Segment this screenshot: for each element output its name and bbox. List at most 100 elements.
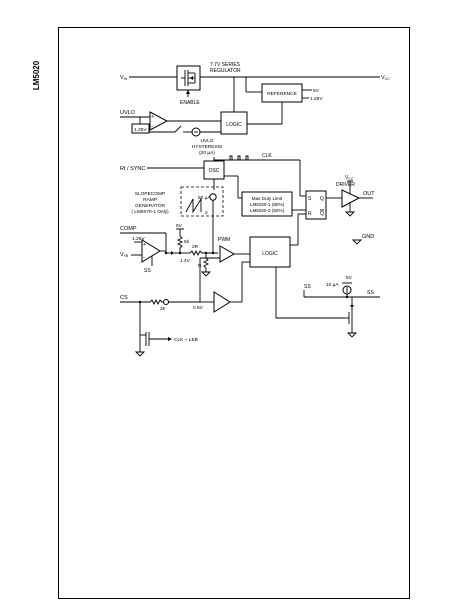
ramp-current-label: 50 µA (198, 195, 211, 201)
ss-right-label: SS (367, 290, 374, 296)
ramp-sawtooth (185, 197, 202, 214)
junction-ramp (211, 251, 215, 255)
junction-r (204, 251, 208, 255)
osc-section: Rt / SYNC OSC CLK (120, 153, 301, 199)
ramp-current-source (209, 193, 217, 201)
junction-cs (138, 300, 142, 304)
slopecomp-section: SLOPECOMP RAMP GENERATOR ( LM5070-1 Only… (131, 186, 224, 253)
mosfet-symbol (181, 70, 196, 86)
pwm-label: PWM (218, 237, 230, 243)
sr-latch (305, 190, 327, 220)
regulator-label-2: REGULATOR (210, 68, 241, 74)
ref-14v-label: 1.4V (180, 258, 191, 264)
err-ref-label: 1.25V (132, 236, 145, 242)
resistor-r (202, 257, 210, 272)
softstart-section: SS SS 10 µA 5V (303, 275, 380, 338)
ref-5v-label: 5V (313, 88, 320, 94)
logic-block-top (220, 111, 248, 135)
uvlo-hyst-1: UVLO (200, 138, 213, 144)
resistor-2r (189, 249, 218, 257)
enable-label: ENABLE (180, 100, 200, 106)
slopecomp-2: RAMP (143, 197, 157, 203)
ss-fet-ground (346, 332, 358, 338)
gnd-pin-symbol (351, 239, 363, 245)
uvlo-hyst-2: HYSTERESIS (192, 144, 222, 150)
cs-node-circle (163, 299, 169, 305)
err-amp-plus: + (143, 242, 146, 248)
vcc-out-label: VCC (381, 75, 390, 81)
max-duty-3: LM5020-2 (50%) (250, 208, 285, 213)
enable-arrow (186, 90, 190, 94)
vfb-label: VFB (120, 252, 129, 258)
cs-limit-comparator (213, 291, 231, 313)
clk-leb-label: CLK + LEB (174, 337, 198, 343)
uvlo-ref-label: 1.25V (134, 127, 147, 133)
ss-fet-diode (350, 305, 354, 308)
pullup-5v-label: 5V (176, 223, 183, 229)
logic-top-label: LOGIC (226, 122, 242, 128)
sr-qbar-label: Q (320, 211, 324, 217)
uvlo-switch-blade (174, 125, 182, 133)
uvlo-hyst-3: (20 µA) (199, 150, 215, 156)
gnd-pin-label: GND (362, 234, 374, 240)
driver-vcc-label: VCC (345, 175, 354, 181)
pwm-section: PWM LOGIC (218, 213, 345, 319)
max-duty-1: Max Duty Limit (252, 196, 283, 201)
junction-ss (345, 295, 349, 299)
error-amp-section: COMP 1.25V + - VFB SS 5V 5k 2R (120, 223, 218, 277)
logic-block-mid (249, 236, 291, 268)
pwm-comparator (219, 245, 236, 263)
max-duty-2: LM5020-1 (80%) (250, 202, 285, 207)
max-duty-block (241, 191, 293, 217)
out-pin-label: OUT (363, 191, 375, 197)
uvlo-comparator (149, 111, 169, 131)
slopecomp-1: SLOPECOMP (135, 191, 165, 197)
uvlo-section: UVLO + - 1.25V UVLO HYSTERESIS (20 µA) (120, 110, 222, 156)
resistor-5k (176, 235, 184, 253)
slopecomp-3: GENERATOR (135, 203, 165, 209)
uvlo-pin-label: UVLO (120, 110, 136, 116)
resistor-2k (149, 298, 200, 306)
err-amp-minus: - (143, 255, 145, 261)
reference-label: REFERENCE (267, 91, 297, 97)
junction-comp (164, 251, 168, 255)
ss-current-label: 10 µA (326, 282, 339, 288)
cs-pin-label: CS (120, 295, 128, 301)
rt-sync-label: Rt / SYNC (120, 166, 145, 172)
logic-mid-label: LOGIC (262, 251, 278, 257)
page-frame (58, 27, 410, 599)
sr-s-label: S (308, 196, 312, 202)
clk-pulses (229, 155, 249, 160)
uvlo-comp-minus: - (151, 124, 153, 130)
driver-gnd-symbol (344, 211, 356, 217)
sr-q-label: Q (320, 196, 324, 202)
ss-pin-label: SS (304, 284, 311, 290)
max-duty-section: Max Duty Limit LM5020-1 (80%) LM5020-2 (… (241, 191, 306, 217)
driver-buffer (341, 189, 361, 208)
res-2k-label: 2k (160, 306, 166, 312)
ss-5v-label: 5V (346, 275, 353, 281)
r-ground (200, 271, 212, 277)
cs-section: CS 2k 0.5V CLK + LEB (120, 257, 250, 357)
junction-5k (178, 251, 182, 255)
ramp-generator-box (180, 186, 224, 217)
leb-arrow (168, 337, 172, 341)
ss-small-label: SS (144, 268, 151, 274)
uvlo-ref-source (131, 123, 150, 134)
vin-section: VIN VCC 7.7V SERIES REGULATOR ENABLE (120, 62, 390, 135)
ramp-num-label: 2 (205, 210, 208, 216)
clk-label: CLK (262, 153, 272, 159)
osc-label: OSC (209, 168, 220, 174)
comp-diode-arrow (171, 251, 174, 255)
regulator-label-1: 7.7V SERIES (210, 62, 241, 68)
uvlo-comp-plus: + (151, 114, 154, 120)
cs-ref-label: 0.5V (193, 305, 204, 311)
cs-fet-ground (134, 351, 146, 357)
res-5k-label: 5k (184, 239, 190, 245)
error-amplifier (141, 239, 161, 263)
sr-r-label: R (308, 211, 312, 217)
latch-driver-section: S R Q Q DRIVER VCC OUT GND (300, 175, 375, 245)
vin-label: VIN (120, 75, 128, 81)
